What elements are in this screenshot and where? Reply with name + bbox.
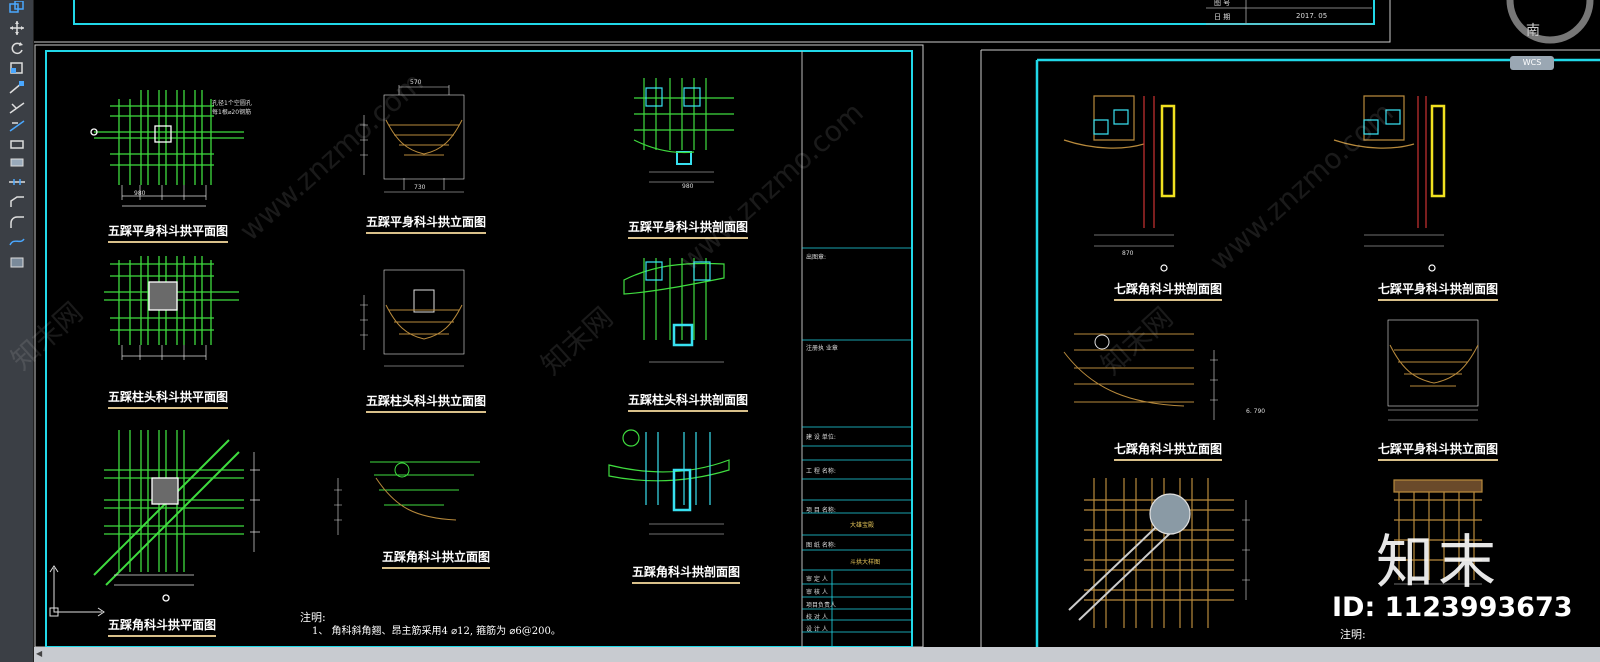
tb-drawing-value: 斗拱大样图 [850, 559, 881, 566]
plan-jiaoke [93, 430, 260, 602]
label-d6: 五踩柱头科斗拱剖面图 [628, 391, 749, 412]
horizontal-scrollbar[interactable]: ◀ [34, 647, 1600, 662]
section-zhutou [623, 258, 725, 363]
explode-icon[interactable] [5, 254, 29, 270]
section-jiaoke [608, 429, 730, 535]
r-plan-pingshen [1393, 479, 1483, 585]
scroll-left-icon[interactable]: ◀ [36, 649, 43, 658]
blend-icon[interactable] [5, 234, 29, 250]
viewcube[interactable] [1500, 0, 1600, 80]
label-d4: 五踩柱头科斗拱平面图 [108, 388, 229, 409]
label-r3: 七踩角科斗拱立面图 [1114, 440, 1223, 461]
label-r4: 七踩平身科斗拱立面图 [1378, 440, 1499, 461]
label-r1: 七踩角科斗拱剖面图 [1114, 280, 1223, 301]
scale-icon[interactable] [5, 60, 29, 76]
watermark-logo: 知末 [1376, 528, 1501, 596]
r-elev-pingshen [1387, 319, 1479, 421]
tb-drawing-name: 图 纸 名称: [806, 542, 836, 549]
label-d2: 五踩平身科斗拱立面图 [366, 213, 487, 234]
left-sheet-frame [34, 44, 924, 647]
dim-elev-top: 570 [410, 79, 422, 86]
cad-drawing [34, 0, 1600, 647]
label-d8: 五踩角科斗拱立面图 [382, 548, 491, 569]
section-pingshen [633, 78, 734, 183]
break-icon[interactable] [5, 136, 29, 152]
plan-zhutou [104, 256, 239, 360]
ucs-icon [49, 565, 105, 617]
date-value: 2017. 05 [1296, 12, 1328, 20]
tb-client: 建 设 单位: [806, 434, 836, 441]
hole-note: 孔径1个空圆孔 [212, 100, 252, 107]
tb-role-3: 项目负责人 [806, 602, 837, 609]
elev-jiaoke [334, 461, 480, 535]
trim-icon[interactable] [5, 100, 29, 116]
r-section-pingshen [1333, 95, 1446, 272]
right-sheet-frame [980, 49, 1600, 647]
plan-pingshen [90, 90, 244, 207]
label-d9: 五踩角科斗拱剖面图 [632, 563, 741, 584]
fillet-icon[interactable] [5, 214, 29, 230]
r-section-jiaoke [1063, 95, 1176, 272]
notes-line1: 1、 角科斜角翘、昂主筋采用4 ⌀12, 箍筋为 ⌀6@200。 [312, 626, 561, 637]
watermark-id: ID: 1123993673 [1332, 592, 1573, 623]
join-icon[interactable] [5, 174, 29, 190]
tb-role-4: 校 对 人 [806, 614, 828, 621]
date-label: 日 期 [1214, 13, 1231, 21]
label-d5: 五踩柱头科斗拱立面图 [366, 392, 487, 413]
tb-role-2: 审 核 人 [806, 589, 828, 596]
right-notes-title: 注明: [1340, 628, 1366, 641]
no-label: 图 号 [1214, 0, 1231, 7]
compass-south[interactable]: 南 [1526, 23, 1540, 39]
bar-note: 每1根⌀20钢筋 [212, 109, 252, 116]
dim-a-total: 980 [134, 190, 146, 197]
copy-icon[interactable] [5, 0, 29, 16]
r-elev-jiaoke [1063, 333, 1218, 420]
tb-project-name: 工 程 名称: [806, 468, 836, 475]
drawing-canvas[interactable]: 图 号 日 期 2017. 05 孔径1个空圆孔 每1根⌀20钢筋 980 6.… [5, 0, 1600, 647]
chamfer-icon[interactable] [5, 194, 29, 210]
elev-zhutou [360, 269, 465, 367]
notes-title: 注明: [300, 611, 326, 624]
r-plan-jiaoke [1068, 478, 1250, 628]
break-point-icon[interactable] [5, 154, 29, 170]
label-d7: 五踩角科斗拱平面图 [108, 616, 217, 637]
move-icon[interactable] [5, 20, 29, 36]
tb-role-1: 审 定 人 [806, 576, 828, 583]
dim-r-elev: 6. 790 [1246, 408, 1266, 415]
dim-elev-bot: 730 [414, 184, 426, 191]
wcs-button[interactable]: WCS [1510, 56, 1554, 70]
rotate-icon[interactable] [5, 40, 29, 56]
label-r2: 七踩平身科斗拱剖面图 [1378, 280, 1499, 301]
label-d1: 五踩平身科斗拱平面图 [108, 222, 229, 243]
tb-project-value: 大雄宝殿 [850, 522, 875, 529]
dim-sec-total: 980 [682, 183, 694, 190]
label-d3: 五踩平身科斗拱剖面图 [628, 218, 749, 239]
tb-item-name: 项 目 名称: [806, 507, 836, 514]
tb-role-5: 设 计 人 [806, 626, 828, 633]
stretch-icon[interactable] [5, 80, 29, 96]
left-toolbar [0, 0, 34, 662]
tb-stamp: 出图章: [806, 254, 827, 261]
tb-reg-stamp: 注册执 业章 [806, 345, 838, 352]
dim-r-total: 870 [1122, 250, 1134, 257]
top-sheet-frame [34, 0, 1391, 43]
extend-icon[interactable] [5, 118, 29, 134]
elev-pingshen [360, 85, 465, 193]
